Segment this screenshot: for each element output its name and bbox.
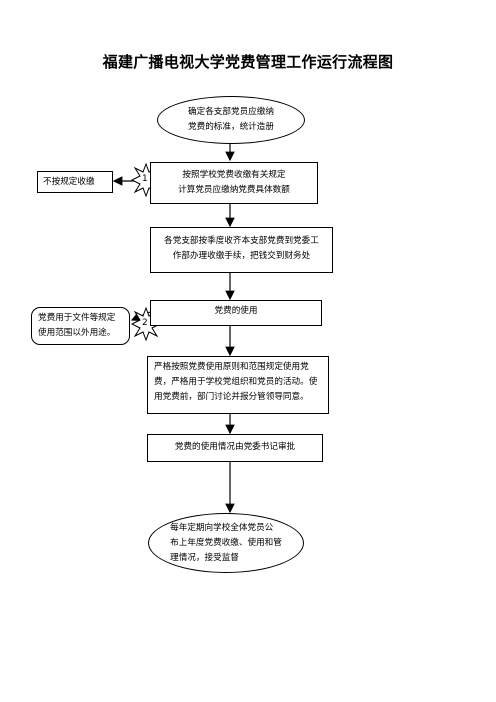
node-step3: 党费的使用 — [150, 300, 322, 326]
page-title: 福建广播电视大学党费管理工作运行流程图 — [102, 53, 394, 71]
node-step1: 按照学校党费收缴有关规定 计算党员应缴纳党费具体数额 — [150, 162, 318, 204]
node-step2-text: 各党支部按季度收齐本支部党费到党委工 作部办理收缴手续，把钱交到财务处 — [164, 236, 319, 261]
node-step2: 各党支部按季度收齐本支部党费到党委工 作部办理收缴手续，把钱交到财务处 — [150, 227, 333, 273]
node-step5-text: 党费的使用情况由党委书记审批 — [174, 442, 296, 452]
node-step5: 党费的使用情况由党委书记审批 — [147, 434, 323, 462]
side-note-1-text: 不按规定收缴 — [43, 177, 95, 187]
node-step1-text: 按照学校党费收缴有关规定 计算党员应缴纳党费具体数额 — [178, 170, 290, 195]
node-end: 每年定期向学校全体党员公 布上年度党费收缴、使用和管 理情况，接受监督 — [148, 513, 304, 573]
side-note-1: 不按规定收缴 — [37, 171, 113, 193]
badge-1: 1 — [142, 174, 148, 184]
node-start: 确定各支部党员应缴纳 党费的标准，统计造册 — [157, 96, 305, 144]
node-start-text: 确定各支部党员应缴纳 党费的标准，统计造册 — [188, 107, 274, 132]
badge-2: 2 — [142, 318, 148, 328]
side-note-2-text: 党费用于文件等规定 使用范围以外用途。 — [38, 313, 116, 338]
side-note-2: 党费用于文件等规定 使用范围以外用途。 — [31, 307, 130, 345]
node-step3-text: 党费的使用 — [214, 306, 258, 316]
node-end-text: 每年定期向学校全体党员公 布上年度党费收缴、使用和管 理情况，接受监督 — [170, 522, 282, 563]
node-step4-text: 严格按照党费使用原则和范围规定使用党 费，严格用于学校党组织和党员的活动。使 用… — [154, 362, 318, 402]
node-step4: 严格按照党费使用原则和范围规定使用党 费，严格用于学校党组织和党员的活动。使 用… — [147, 356, 329, 414]
